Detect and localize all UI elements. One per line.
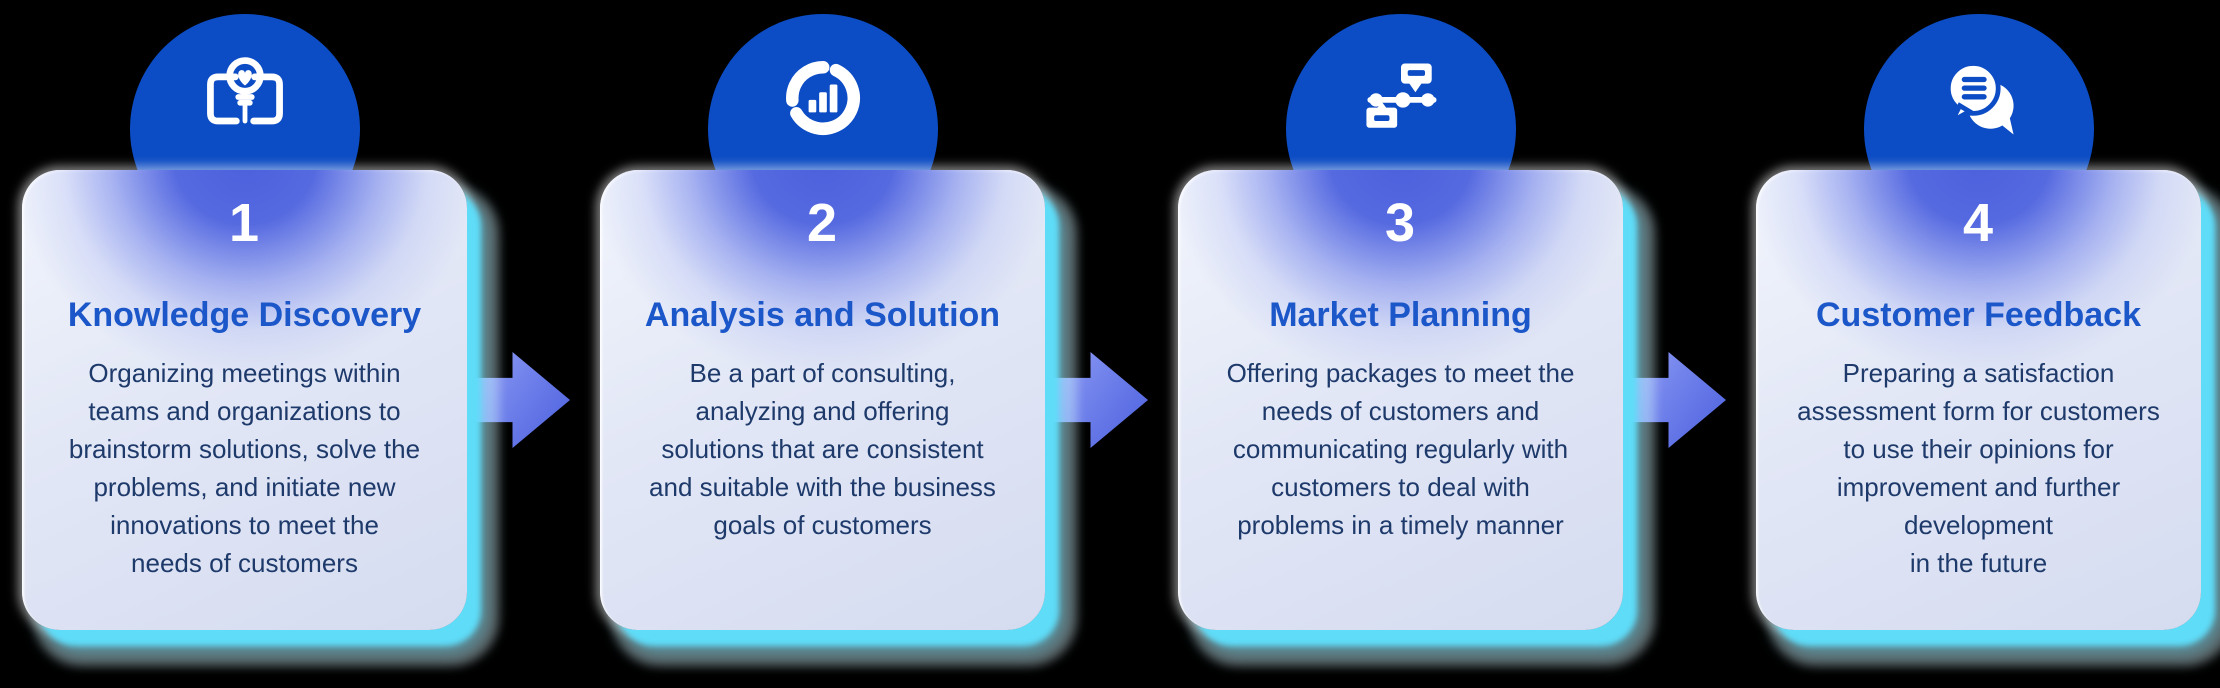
step-3: 3 Market Planning Offering packages to m… <box>1178 14 1623 674</box>
arrow-right-icon <box>1033 352 1148 448</box>
arrow-right-icon <box>1611 352 1726 448</box>
step-4-title: Customer Feedback <box>1816 296 2141 334</box>
step-4: 4 Customer Feedback Preparing a satisfac… <box>1756 14 2201 674</box>
step-4-card: 4 Customer Feedback Preparing a satisfac… <box>1756 170 2201 630</box>
step-3-description: Offering packages to meet the needs of c… <box>1226 358 1575 540</box>
book-lightbulb-icon <box>206 57 283 125</box>
step-4-number: 4 <box>1962 193 1995 253</box>
timeline-milestones-icon <box>1365 63 1437 128</box>
step-2-card: 2 Analysis and Solution Be a part of con… <box>600 170 1045 630</box>
step-1: 1 Knowledge Discovery Organizing meeting… <box>22 14 467 674</box>
step-2: 2 Analysis and Solution Be a part of con… <box>600 14 1045 674</box>
step-1-number: 1 <box>228 193 261 253</box>
step-3-title: Market Planning <box>1269 296 1532 334</box>
step-1-title: Knowledge Discovery <box>67 296 422 334</box>
step-1-card: 1 Knowledge Discovery Organizing meeting… <box>22 170 467 630</box>
step-3-number: 3 <box>1384 193 1417 253</box>
step-1-description: Organizing meetings within teams and org… <box>68 358 421 578</box>
arrow-right-icon <box>455 352 570 448</box>
step-3-card: 3 Market Planning Offering packages to m… <box>1178 170 1623 630</box>
donut-bar-chart-icon <box>785 61 860 135</box>
chat-bubbles-icon <box>1945 61 2014 135</box>
step-2-number: 2 <box>806 193 839 253</box>
step-2-description: Be a part of consulting, analyzing and o… <box>649 358 996 540</box>
step-2-title: Analysis and Solution <box>644 296 1001 334</box>
step-4-description: Preparing a satisfaction assessment form… <box>1797 358 2160 578</box>
